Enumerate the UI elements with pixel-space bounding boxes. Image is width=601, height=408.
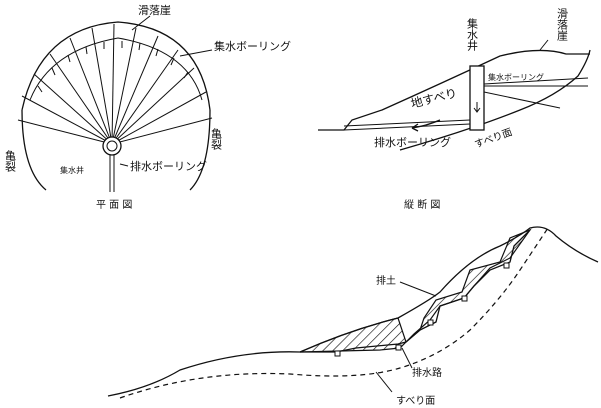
plan-scarp-ticks	[37, 41, 189, 93]
plan-inner-arc	[29, 37, 203, 101]
plan-crack-right-line	[189, 109, 211, 191]
plan-scarp-arc	[21, 21, 211, 111]
slope-drain-block	[461, 295, 468, 302]
slope-drain-channel-label: 排水路	[412, 366, 442, 379]
section-landslide-label: 地すべり	[409, 86, 458, 111]
plan-crack-left-label: 亀裂	[4, 149, 17, 173]
section-ground-line	[318, 49, 590, 131]
slope-slip-surface-label: すべり面	[396, 395, 435, 407]
plan-scarp-label: 滑落崖	[138, 4, 171, 17]
plan-caption: 平 面 図	[96, 199, 132, 211]
plan-drainage-label: 排水ボーリング	[130, 159, 207, 173]
plan-borings-label: 集水ボーリング	[214, 39, 291, 53]
slope-view	[107, 226, 599, 399]
slope-drain-block	[503, 262, 510, 269]
plan-crack-right-label: 亀裂	[210, 127, 223, 151]
slope-slip-surface-line	[119, 227, 549, 399]
slope-ground-line	[107, 226, 599, 397]
section-caption: 縦 断 図	[404, 198, 440, 211]
plan-crack-left-line	[21, 109, 47, 191]
section-scarp-label: 滑落崖	[556, 8, 569, 41]
section-drainage-label: 排水ボーリング	[374, 135, 451, 149]
slope-drain-block	[395, 344, 402, 351]
slope-drain-block	[334, 350, 341, 357]
section-collection-well-icon	[469, 65, 485, 131]
section-well-label: 集水井	[466, 17, 479, 52]
plan-radial-borings	[17, 23, 213, 145]
plan-view	[17, 15, 213, 192]
section-view	[318, 39, 591, 151]
section-boring-label: 集水ボーリング	[488, 72, 544, 82]
plan-well-label: 集水井	[60, 165, 84, 175]
slope-soil-removal-label: 排土	[376, 274, 396, 287]
slope-drain-block	[427, 319, 434, 326]
section-slip-surface-line	[399, 49, 591, 151]
